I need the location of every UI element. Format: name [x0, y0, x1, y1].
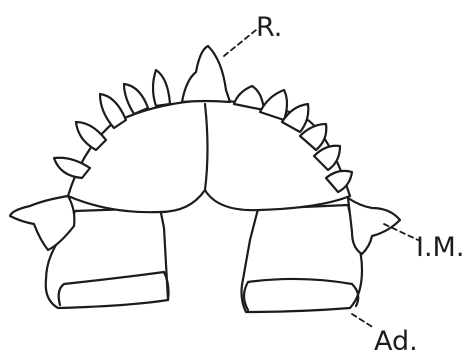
label-r: R. — [256, 12, 282, 43]
leader-line-ad — [352, 314, 374, 328]
right-adductor-block — [242, 205, 363, 312]
right-lateral-process — [348, 198, 400, 254]
label-ad: Ad. — [374, 326, 418, 357]
leader-line-r — [224, 30, 256, 56]
leader-line-im — [384, 224, 418, 240]
label-im: I.M. — [416, 232, 464, 263]
